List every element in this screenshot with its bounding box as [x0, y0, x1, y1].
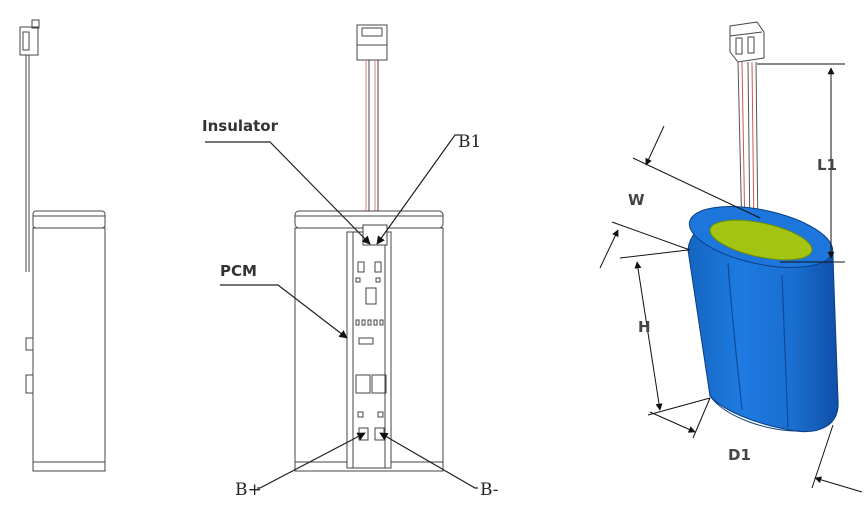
h-dimension: [634, 261, 663, 411]
three-d-wires: [737, 61, 759, 236]
front-callouts: [205, 134, 478, 489]
d1-arrow-left: [649, 411, 696, 433]
insulator-leader: [205, 141, 371, 245]
d1-arrow-right: [814, 476, 863, 493]
three-d-cell-top-insulator: [709, 219, 813, 261]
b-plus-label: B+: [235, 480, 262, 500]
h-label: H: [638, 318, 651, 336]
b-plus-leader: [257, 432, 366, 489]
side-view: [19, 19, 106, 472]
dimension-lines: [599, 63, 863, 493]
w-arrow-bottom: [599, 229, 619, 269]
b1-label: B1: [458, 132, 481, 152]
b-minus-label: B-: [480, 480, 499, 500]
pcm-label: PCM: [220, 262, 257, 280]
w-arrow-top: [645, 125, 665, 166]
d1-label: D1: [728, 446, 751, 464]
three-d-view: [687, 21, 839, 433]
three-d-connector: [729, 21, 765, 63]
side-cell-body: [32, 227, 106, 472]
side-cell-top-rim: [32, 210, 106, 229]
insulator-label: Insulator: [202, 117, 279, 135]
front-view: [294, 24, 444, 472]
w-label: W: [628, 191, 645, 209]
pcm-leader: [220, 284, 348, 339]
b1-leader: [376, 134, 460, 245]
l1-label: L1: [817, 156, 837, 174]
b-minus-leader: [379, 432, 478, 489]
